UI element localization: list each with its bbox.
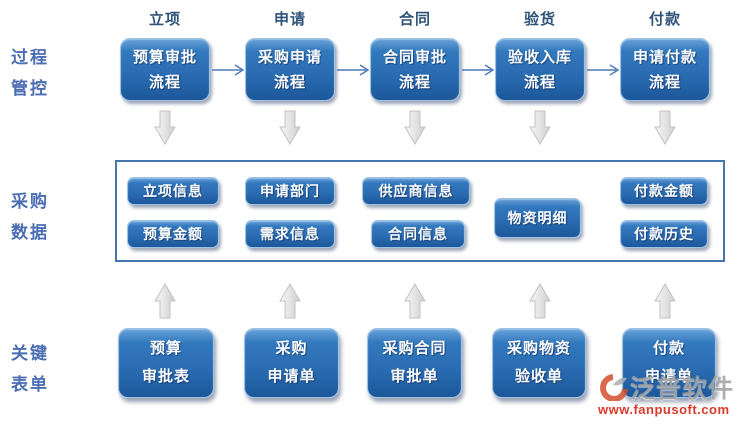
box-text: 采购合同 bbox=[382, 340, 447, 357]
box-text: 申请付款 bbox=[632, 48, 697, 66]
band-label-line: 关键 bbox=[11, 344, 49, 363]
band-label-procurement-data: 采购 数据 bbox=[11, 186, 71, 248]
form-box-material-acceptance-form: 采购物资 验收单 bbox=[492, 328, 586, 398]
band-label-line: 管控 bbox=[11, 79, 49, 98]
box-text: 审批单 bbox=[390, 368, 439, 385]
data-box-material-detail: 物资明细 bbox=[494, 198, 581, 238]
band-label-line: 数据 bbox=[11, 223, 49, 242]
band-label-key-forms: 关键 表单 bbox=[11, 338, 71, 400]
watermark: 泛普软件 www.fanpusoft.com bbox=[598, 372, 739, 417]
process-box-receiving-warehousing: 验收入库 流程 bbox=[495, 38, 585, 101]
process-box-payment-request: 申请付款 流程 bbox=[620, 38, 710, 101]
form-box-contract-approval-form: 采购合同 审批单 bbox=[367, 328, 462, 398]
box-text: 验收单 bbox=[514, 368, 563, 385]
band-label-line: 过程 bbox=[11, 48, 49, 67]
box-text: 预算审批 bbox=[132, 48, 197, 66]
box-text: 采购物资 bbox=[506, 340, 571, 357]
arrow-down-icon bbox=[154, 110, 176, 145]
box-text: 采购 bbox=[275, 340, 308, 357]
form-box-budget-approval-form: 预算 审批表 bbox=[118, 328, 214, 398]
form-box-purchase-request-form: 采购 申请单 bbox=[244, 328, 339, 398]
box-text: 采购申请 bbox=[257, 48, 322, 66]
watermark-brand-text: 泛普软件 bbox=[630, 375, 735, 403]
arrow-up-icon bbox=[279, 283, 301, 319]
process-box-contract-approval: 合同审批 流程 bbox=[370, 38, 460, 101]
box-text: 合同审批 bbox=[382, 48, 447, 66]
band-label-line: 采购 bbox=[11, 192, 49, 211]
arrow-up-icon bbox=[404, 283, 426, 319]
box-text: 流程 bbox=[148, 73, 181, 91]
box-text: 流程 bbox=[648, 73, 681, 91]
arrow-down-icon bbox=[404, 110, 426, 145]
arrow-right-icon bbox=[212, 64, 244, 76]
form-box-payment-request-form: 付款 申请单 bbox=[622, 328, 716, 398]
column-header-request: 申请 bbox=[273, 11, 306, 28]
data-box-payment-history: 付款历史 bbox=[620, 220, 708, 248]
column-header-contract: 合同 bbox=[398, 11, 431, 28]
data-box-budget-amount: 预算金额 bbox=[127, 220, 219, 248]
arrow-right-icon bbox=[337, 64, 369, 76]
arrow-down-icon bbox=[279, 110, 301, 145]
box-text: 流程 bbox=[273, 73, 306, 91]
arrow-right-icon bbox=[462, 64, 494, 76]
band-label-line: 表单 bbox=[11, 375, 49, 394]
data-box-payment-amount: 付款金额 bbox=[620, 177, 708, 205]
data-box-contract-info: 合同信息 bbox=[371, 220, 465, 248]
column-header-inspection: 验货 bbox=[523, 11, 556, 28]
column-header-payment: 付款 bbox=[648, 11, 681, 28]
band-label-process-control: 过程 管控 bbox=[11, 42, 71, 104]
process-box-budget-approval: 预算审批 流程 bbox=[120, 38, 210, 101]
arrow-up-icon bbox=[154, 283, 176, 319]
column-header-initiation: 立项 bbox=[148, 11, 181, 28]
data-box-request-dept: 申请部门 bbox=[245, 177, 335, 205]
fanpu-logo-icon bbox=[600, 373, 628, 401]
arrow-down-icon bbox=[654, 110, 676, 145]
box-text: 流程 bbox=[523, 73, 556, 91]
watermark-url-text: www.fanpusoft.com bbox=[598, 402, 730, 417]
box-text: 预算 bbox=[149, 340, 182, 357]
arrow-up-icon bbox=[654, 283, 676, 319]
box-text: 审批表 bbox=[141, 368, 190, 385]
box-text: 流程 bbox=[398, 73, 431, 91]
process-box-purchase-request: 采购申请 流程 bbox=[245, 38, 335, 101]
arrow-down-icon bbox=[529, 110, 551, 145]
data-box-project-info: 立项信息 bbox=[127, 177, 219, 205]
arrow-up-icon bbox=[529, 283, 551, 319]
arrow-right-icon bbox=[587, 64, 619, 76]
data-box-supplier-info: 供应商信息 bbox=[362, 177, 470, 205]
box-text: 付款 bbox=[652, 340, 685, 357]
data-box-demand-info: 需求信息 bbox=[245, 220, 335, 248]
box-text: 申请单 bbox=[644, 368, 693, 385]
box-text: 申请单 bbox=[267, 368, 316, 385]
box-text: 验收入库 bbox=[507, 48, 572, 66]
